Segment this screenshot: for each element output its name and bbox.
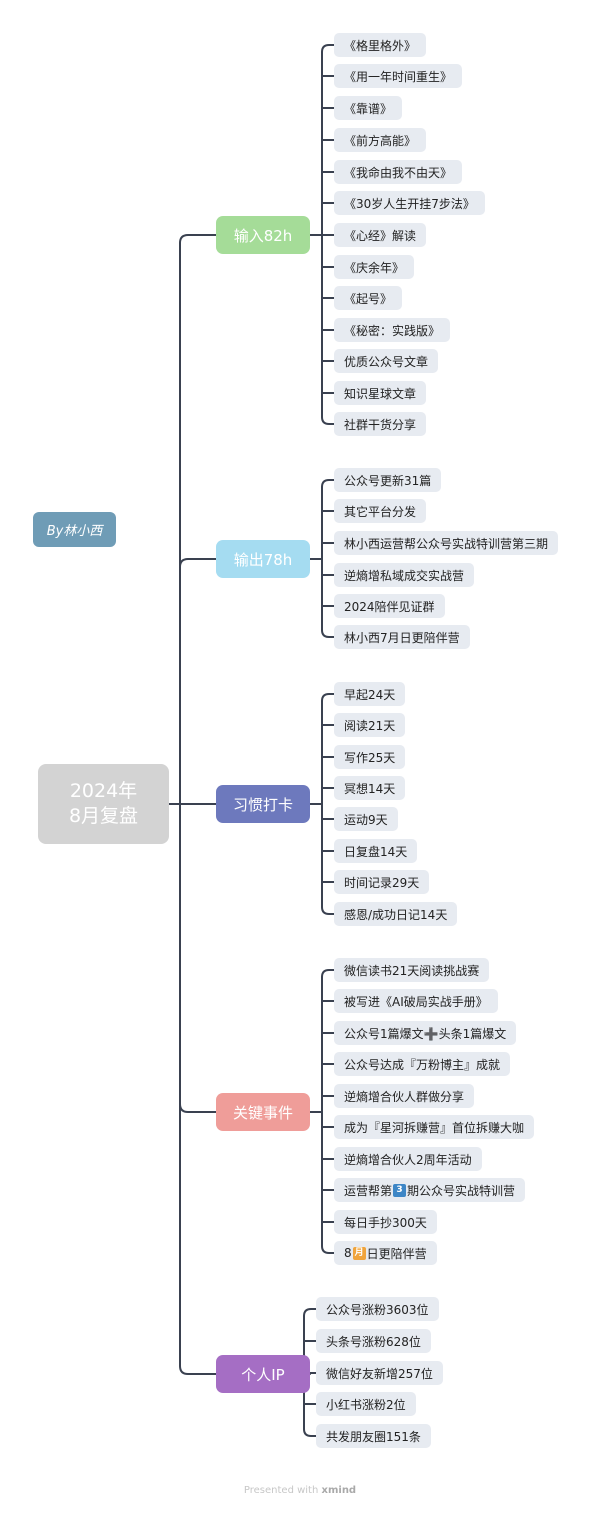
leaf-book[interactable]: 《庆余年》	[334, 255, 415, 279]
leaf-event[interactable]: 公众号达成『万粉博主』成就	[334, 1052, 511, 1076]
leaf-book[interactable]: 《用一年时间重生》	[334, 64, 463, 88]
leaf-habit[interactable]: 冥想14天	[334, 776, 406, 800]
xmind-logo: xmind	[321, 1485, 357, 1496]
leaf-output[interactable]: 林小西运营帮公众号实战特训营第三期	[334, 531, 559, 555]
leaf-event[interactable]: 成为『星河拆赚营』首位拆赚大咖	[334, 1115, 535, 1139]
leaf-reading[interactable]: 优质公众号文章	[334, 349, 439, 373]
leaf-reading[interactable]: 知识星球文章	[334, 381, 427, 405]
leaf-habit[interactable]: 时间记录29天	[334, 870, 430, 894]
connector-leaf	[321, 969, 335, 978]
connector-leaf	[303, 1428, 317, 1437]
connector-leaf	[321, 44, 335, 53]
root-topic[interactable]: 2024年 8月复盘	[38, 764, 169, 844]
leaf-output[interactable]: 公众号更新31篇	[334, 468, 442, 492]
leaf-event[interactable]: 微信读书21天阅读挑战赛	[334, 958, 490, 982]
leaf-ip[interactable]: 微信好友新增257位	[316, 1361, 443, 1385]
branch-personal-ip[interactable]: 个人IP	[216, 1355, 310, 1393]
leaf-event[interactable]: 公众号1篇爆文➕头条1篇爆文	[334, 1021, 517, 1045]
leaf-text-prefix: 运营帮第	[344, 1183, 393, 1198]
leaf-habit[interactable]: 日复盘14天	[334, 839, 418, 863]
leaf-event[interactable]: 每日手抄300天	[334, 1210, 437, 1234]
month-badge-icon: 月	[352, 1246, 366, 1260]
leaf-book[interactable]: 《前方高能》	[334, 128, 427, 152]
leaf-text-suffix: 期公众号实战特训营	[407, 1183, 516, 1198]
leaf-ip[interactable]: 公众号涨粉3603位	[316, 1297, 439, 1321]
leaf-book[interactable]: 《秘密：实践版》	[334, 318, 451, 342]
connector-branch	[179, 1103, 217, 1113]
leaf-event[interactable]: 被写进《AI破局实战手册》	[334, 989, 498, 1013]
connector-leaf	[321, 629, 335, 638]
leaf-output[interactable]: 其它平台分发	[334, 499, 427, 523]
footer-prefix: Presented with	[243, 1485, 319, 1496]
root-title-month: 8月复盘	[68, 805, 139, 827]
branch-habits[interactable]: 习惯打卡	[216, 785, 310, 823]
leaf-output[interactable]: 2024陪伴见证群	[334, 594, 445, 618]
leaf-book[interactable]: 《我命由我不由天》	[334, 160, 463, 184]
connector-leaf	[321, 693, 335, 702]
leaf-ip[interactable]: 头条号涨粉628位	[316, 1329, 431, 1353]
leaf-book[interactable]: 《30岁人生开挂7步法》	[334, 191, 485, 215]
branch-key-events[interactable]: 关键事件	[216, 1093, 310, 1131]
branch-output[interactable]: 输出78h	[216, 540, 310, 578]
connector-leaf	[321, 416, 335, 425]
leaf-text-suffix: 日更陪伴营	[366, 1246, 427, 1261]
leaf-event[interactable]: 逆熵增合伙人群做分享	[334, 1084, 475, 1108]
connector-branch	[179, 558, 217, 568]
connector-leaf	[303, 1308, 317, 1317]
leaf-habit[interactable]: 早起24天	[334, 682, 406, 706]
leaf-book[interactable]: 《心经》解读	[334, 223, 427, 247]
connector-leaf	[321, 906, 335, 915]
footer-credit: Presented with xmind	[0, 1485, 600, 1496]
connector-leaf	[321, 1245, 335, 1254]
leaf-habit[interactable]: 感恩/成功日记14天	[334, 902, 458, 926]
leaf-habit[interactable]: 写作25天	[334, 745, 406, 769]
leaf-habit[interactable]: 运动9天	[334, 807, 398, 831]
root-title-year: 2024年	[69, 780, 138, 802]
connector-leaf	[321, 479, 335, 488]
leaf-output[interactable]: 逆熵增私域成交实战营	[334, 563, 475, 587]
branch-input[interactable]: 输入82h	[216, 216, 310, 254]
leaf-book[interactable]: 《靠谱》	[334, 96, 403, 120]
number-badge-icon: 3	[393, 1183, 407, 1197]
leaf-text-prefix: 8	[344, 1246, 352, 1260]
leaf-book[interactable]: 《格里格外》	[334, 33, 427, 57]
leaf-event[interactable]: 逆熵增合伙人2周年活动	[334, 1147, 482, 1171]
leaf-ip[interactable]: 共发朋友圈151条	[316, 1424, 431, 1448]
connector-branch	[179, 1365, 217, 1375]
leaf-output[interactable]: 林小西7月日更陪伴营	[334, 625, 470, 649]
author-label[interactable]: By林小西	[33, 512, 116, 547]
connector-branch	[179, 234, 217, 244]
leaf-book[interactable]: 《起号》	[334, 286, 403, 310]
leaf-habit[interactable]: 阅读21天	[334, 713, 406, 737]
leaf-reading[interactable]: 社群干货分享	[334, 412, 427, 436]
leaf-ip[interactable]: 小红书涨粉2位	[316, 1392, 416, 1416]
